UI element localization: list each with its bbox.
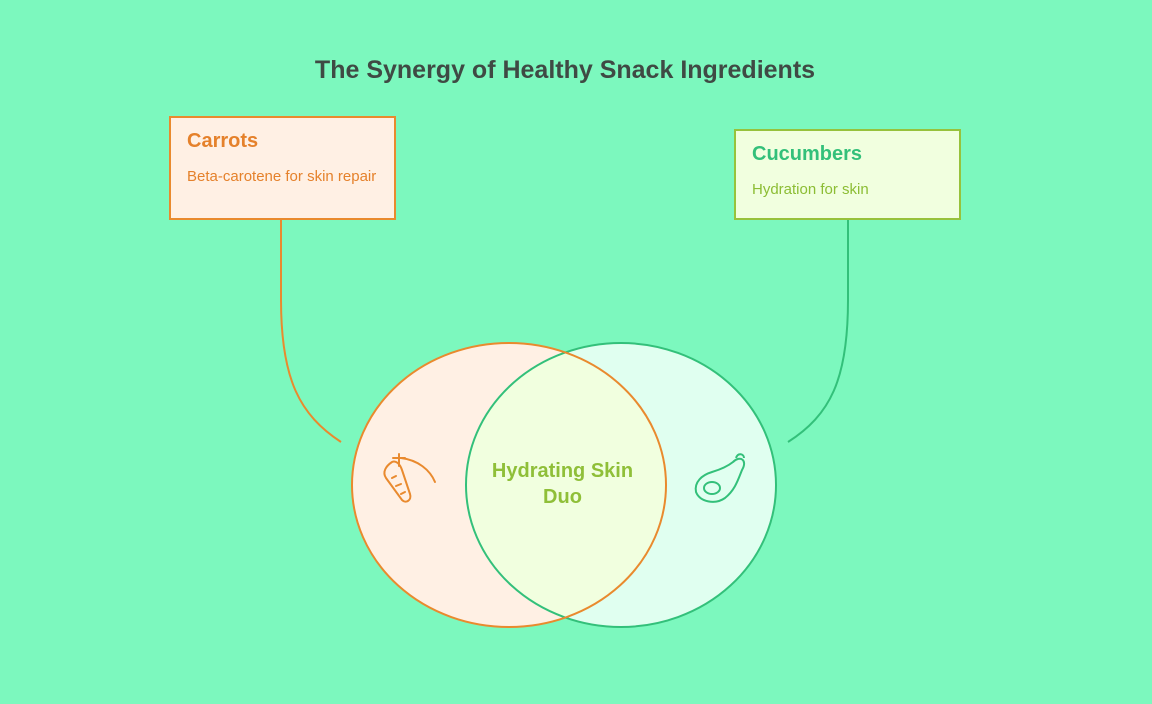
cucumbers-label-box: Cucumbers Hydration for skin xyxy=(734,129,961,220)
carrots-connector xyxy=(280,220,342,443)
carrots-description: Beta-carotene for skin repair xyxy=(187,168,377,185)
carrot-icon xyxy=(383,453,436,503)
avocado-icon xyxy=(694,453,746,503)
carrots-title: Carrots xyxy=(187,130,259,152)
intersection-label: Hydrating Skin Duo xyxy=(491,460,634,508)
carrots-label-box: Carrots Beta-carotene for skin repair xyxy=(169,116,396,220)
intersection-region xyxy=(466,343,666,627)
cucumbers-connector xyxy=(787,220,849,443)
cucumbers-title: Cucumbers xyxy=(752,143,863,165)
cucumbers-description: Hydration for skin xyxy=(752,181,869,198)
diagram-title: The Synergy of Healthy Snack Ingredients xyxy=(314,56,816,84)
